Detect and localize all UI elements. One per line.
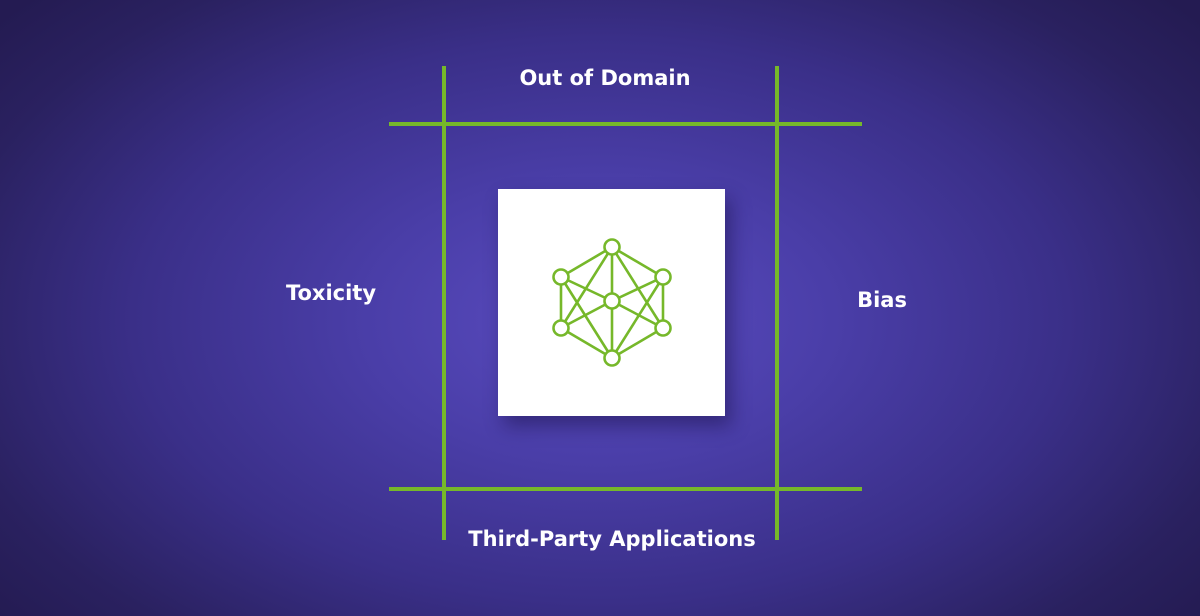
boundary-line-right	[775, 66, 779, 540]
label-out-of-domain: Out of Domain	[519, 66, 691, 90]
boundary-line-left	[442, 66, 446, 540]
label-toxicity: Toxicity	[285, 281, 377, 305]
boundary-line-top	[389, 122, 862, 126]
neural-network-icon	[552, 238, 672, 367]
label-bias: Bias	[857, 288, 907, 312]
boundary-line-bottom	[389, 487, 862, 491]
label-third-party-applications: Third-Party Applications	[468, 527, 756, 551]
model-card	[498, 189, 725, 416]
